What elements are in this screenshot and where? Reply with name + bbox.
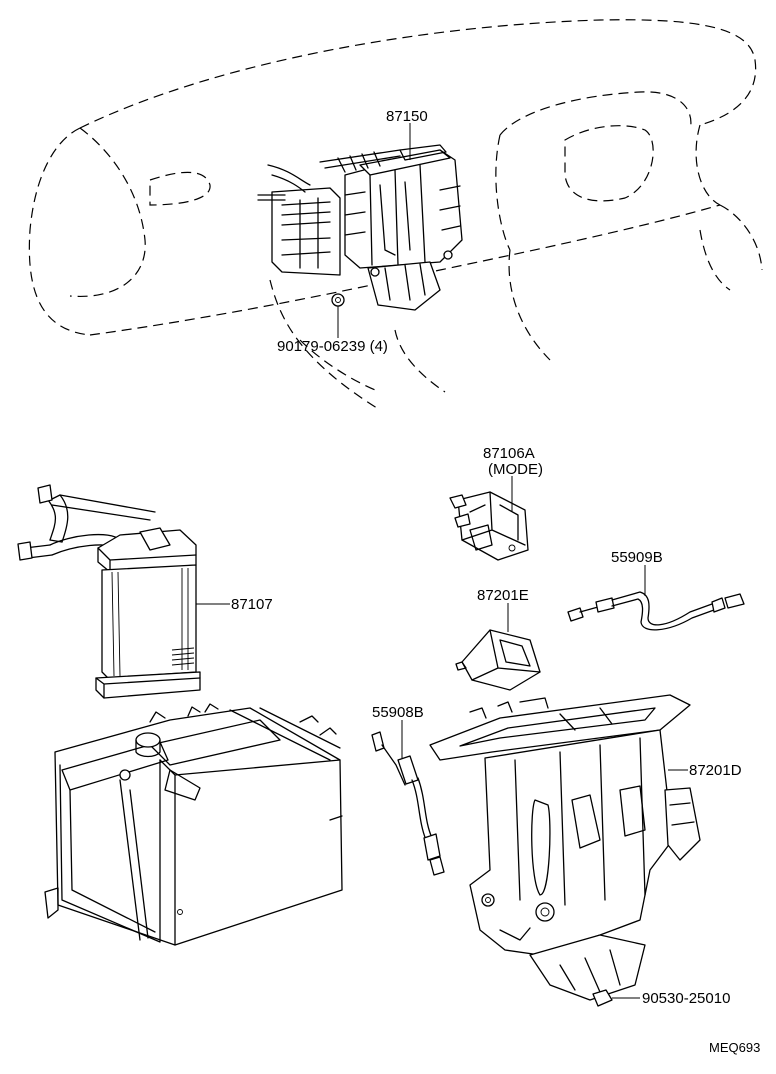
label-87201D: 87201D bbox=[689, 762, 742, 779]
heater-radiator-case bbox=[44, 703, 343, 946]
reference-code: MEQ693 bbox=[709, 1040, 760, 1055]
heater-unit-assembly bbox=[257, 144, 463, 311]
label-mode: (MODE) bbox=[488, 461, 543, 478]
label-90179-06239: 90179-06239 (4) bbox=[277, 338, 388, 355]
label-90530-25010: 90530-25010 bbox=[642, 990, 730, 1007]
mode-servo-motor bbox=[449, 491, 529, 561]
control-cable-right bbox=[567, 591, 745, 631]
label-55908B: 55908B bbox=[372, 704, 424, 721]
label-87201E: 87201E bbox=[477, 587, 529, 604]
damper-door bbox=[455, 629, 541, 691]
heater-case bbox=[429, 694, 701, 1007]
label-87106A: 87106A bbox=[483, 445, 535, 462]
label-87107: 87107 bbox=[231, 596, 273, 613]
label-87150: 87150 bbox=[386, 108, 428, 125]
label-55909B: 55909B bbox=[611, 549, 663, 566]
heater-core bbox=[17, 484, 201, 699]
instrument-panel-outline bbox=[28, 19, 763, 411]
control-cable-left bbox=[371, 731, 445, 876]
